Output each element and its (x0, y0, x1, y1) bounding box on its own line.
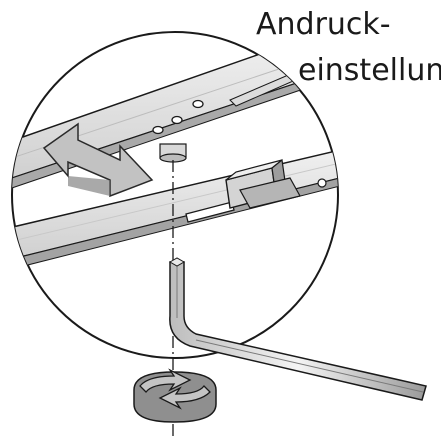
rotate-arrow-icon (133, 368, 217, 423)
arm-hole (192, 99, 204, 109)
arm-hole (171, 115, 183, 125)
adjustment-label-line-1: Andruck- (256, 7, 391, 42)
double-arrow-icon (42, 122, 154, 198)
hex-key-icon (168, 257, 427, 401)
wiper-blade-rail (12, 149, 338, 273)
adjustment-label-line-2: einstellung (298, 53, 441, 88)
arm-hole (152, 125, 164, 135)
